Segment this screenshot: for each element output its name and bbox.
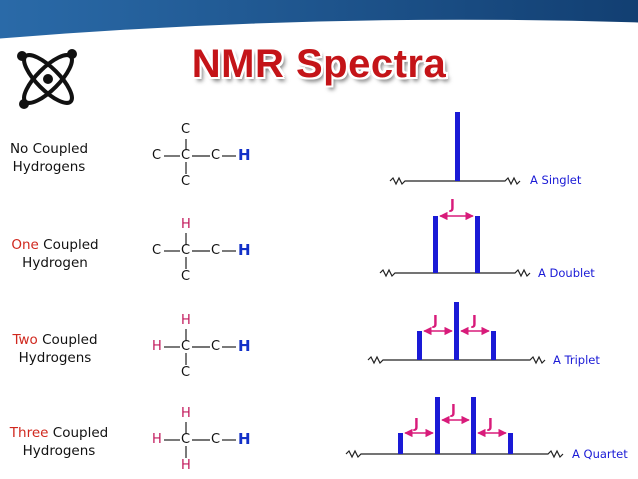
label-rest-0: Coupled [32,141,89,157]
doublet-spectrum: J A Doublet [379,198,595,280]
atom-c: C [211,243,221,258]
row-label-2: Two Coupled Hydrogens [0,331,116,367]
atom-h-highlight: H [238,430,251,448]
atom-h: H [152,432,162,447]
atom-c: C [181,339,191,354]
atom-h-highlight: H [238,241,251,259]
row-label-0: No Coupled Hydrogens [0,140,110,176]
label-rest-1: Coupled [43,237,99,253]
label-line2-0: Hydrogens [12,159,86,175]
atom-c: C [181,269,191,284]
j-label: J [471,314,477,329]
atom-c: C [211,148,221,163]
j-label: J [449,198,455,213]
label-line2-3: Hydrogens [22,443,96,459]
peak [398,433,403,454]
atom-icon [17,49,77,109]
atom-h-highlight: H [238,146,251,164]
multiplet-label-3: A Quartet [572,447,628,461]
peak [417,331,422,360]
label-line2-2: Hydrogens [18,350,92,366]
atom-c: C [181,122,191,137]
j-label: J [432,314,438,329]
count-word-0: No [9,141,29,157]
peak [435,397,440,454]
atom-c: C [181,365,191,380]
atom-h: H [181,313,191,328]
label-rest-2: Coupled [42,332,98,348]
peak [475,216,480,273]
atom-c: C [211,339,221,354]
atom-h: H [181,406,191,421]
triplet-spectrum: J J A Triplet [367,302,600,367]
multiplet-label-0: A Singlet [530,173,582,187]
count-word-3: Three [9,425,49,441]
atom-c: C [181,148,191,163]
peak [491,331,496,360]
peak [433,216,438,273]
atom-c: C [211,432,221,447]
count-word-1: One [11,237,39,253]
row-label-3: Three Coupled Hydrogens [0,424,120,460]
multiplet-label-1: A Doublet [538,266,595,280]
multiplet-label-2: A Triplet [553,353,600,367]
peak [455,112,460,181]
j-label: J [487,417,493,432]
label-rest-3: Coupled [52,425,109,441]
singlet-spectrum: A Singlet [389,112,582,187]
quartet-spectrum: J J J A Quartet [345,397,628,461]
peak [471,397,476,454]
page-title: NMR Spectra [191,42,447,86]
label-line2-1: Hydrogen [22,255,88,271]
count-word-2: Two [12,332,38,348]
atom-c: C [152,148,162,163]
atom-c: C [152,243,162,258]
atom-h: H [181,217,191,232]
atom-c: C [181,243,191,258]
atom-c: C [181,432,191,447]
peak [454,302,459,360]
atom-h: H [181,458,191,473]
atom-h-highlight: H [238,337,251,355]
atom-h: H [152,339,162,354]
j-label: J [413,417,419,432]
header-banner [0,0,638,40]
row-label-1: One Coupled Hydrogen [0,236,116,272]
j-label: J [450,403,456,418]
peak [508,433,513,454]
atom-c: C [181,174,191,189]
